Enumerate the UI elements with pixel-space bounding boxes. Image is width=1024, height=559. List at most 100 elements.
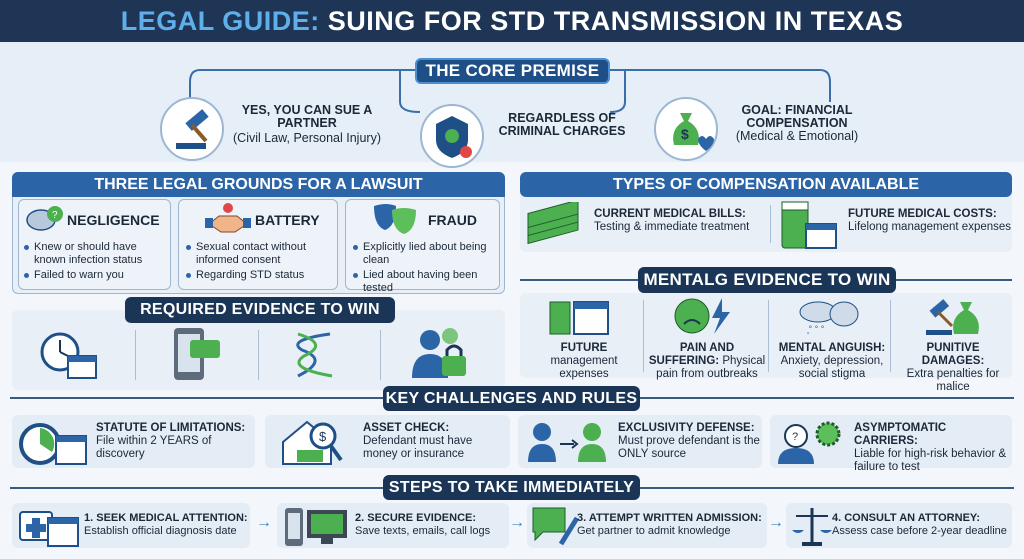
challenge-card: STATUTE OF LIMITATIONS:File within 2 YEA…: [12, 415, 255, 468]
person-arrow-person-icon: [528, 423, 606, 462]
mental-sub: Extra penalties for malice: [906, 368, 1000, 393]
bullet: Sexual contact without informed consent: [185, 241, 335, 266]
step-card: 1. SEEK MEDICAL ATTENTION:Establish offi…: [12, 503, 250, 548]
title-accent: LEGAL GUIDE:: [120, 5, 320, 36]
arrow-right-icon: →: [256, 514, 272, 531]
handshake-icon: [205, 203, 251, 233]
bullet: Regarding STD status: [185, 269, 335, 282]
premise-title: GOAL: FINANCIAL COMPENSATION: [741, 103, 853, 130]
bullet: Lied about having been tested: [352, 269, 498, 294]
compensation-title: FUTURE MEDICAL COSTS:: [848, 208, 997, 220]
mental-item: MENTAL ANGUISH:Anxiety, depression, soci…: [772, 342, 892, 381]
ground-title: FRAUD: [428, 212, 477, 228]
medical-kit-calendar-icon: [19, 511, 79, 547]
step-sub: Save texts, emails, call logs: [355, 525, 491, 537]
svg-text:?: ?: [792, 431, 798, 443]
step-title: 3. ATTEMPT WRITTEN ADMISSION:: [577, 512, 762, 524]
house-magnifier-icon: $: [282, 420, 343, 465]
clock-calendar-icon: [40, 332, 97, 379]
premise-title: REGARDLESS OF CRIMINAL CHARGES: [498, 111, 626, 138]
person-virus-icon: ?: [778, 421, 841, 464]
mental-title: PAIN AND SUFFERING:: [648, 342, 735, 367]
person-lock-icon: [412, 328, 466, 378]
legal-grounds-header: THREE LEGAL GROUNDS FOR A LAWSUIT: [12, 172, 505, 197]
challenge-sub: Liable for high-risk behavior & failure …: [854, 448, 1007, 473]
required-evidence-label: REQUIRED EVIDENCE TO WIN: [125, 297, 395, 323]
mental-title: MENTAL ANGUISH:: [778, 342, 886, 354]
svg-text:ٕ ° ° °: ٕ ° ° °: [806, 324, 825, 335]
cloud-brain-icon: ٕ ° ° °: [799, 301, 859, 335]
step-title: 1. SEEK MEDICAL ATTENTION:: [84, 512, 248, 524]
police-badge-icon: [420, 104, 484, 168]
compensation-title: CURRENT MEDICAL BILLS:: [594, 208, 746, 220]
premise-sub: (Civil Law, Personal Injury): [233, 131, 381, 145]
challenge-card: EXCLUSIVITY DEFENSE:Must prove defendant…: [518, 415, 762, 468]
steps-label: STEPS TO TAKE IMMEDIATELY: [383, 475, 640, 500]
mental-sub: management expenses: [550, 355, 618, 380]
gavel-icon: [160, 97, 224, 161]
mental-item: PAIN AND SUFFERING: Physical pain from o…: [646, 342, 768, 381]
compensation-sub: Lifelong management expenses: [848, 221, 1012, 233]
mental-item: PUNITIVE DAMAGES:Extra penalties for mal…: [894, 342, 1012, 394]
challenge-card: $ ASSET CHECK:Defendant must have money …: [265, 415, 510, 468]
ground-negligence: ? NEGLIGENCE Knew or should have known i…: [18, 199, 171, 290]
challenge-card: ? ASYMPTOMATIC CARRIERS:Liable for high-…: [770, 415, 1012, 473]
bullet: Explicitly lied about being clean: [352, 241, 498, 266]
challenge-title: EXCLUSIVITY DEFENSE:: [618, 422, 755, 434]
brain-question-icon: ?: [26, 206, 63, 231]
challenge-sub: Defendant must have money or insurance: [363, 435, 473, 460]
step-card: 3. ATTEMPT WRITTEN ADMISSION:Get partner…: [527, 503, 767, 548]
challenge-sub: File within 2 YEARS of discovery: [96, 435, 212, 460]
premise-sub: (Medical & Emotional): [735, 129, 859, 143]
svg-text:$: $: [681, 126, 689, 142]
ground-title: NEGLIGENCE: [67, 212, 160, 228]
step-card: 2. SECURE EVIDENCE:Save texts, emails, c…: [277, 503, 509, 548]
step-sub: Establish official diagnosis date: [84, 525, 237, 537]
gavel-money-icon: [926, 299, 979, 335]
step-title: 4. CONSULT AN ATTORNEY:: [832, 512, 981, 524]
bullet: Failed to warn you: [23, 269, 169, 282]
sad-face-lightning-icon: [674, 298, 730, 334]
ground-title: BATTERY: [255, 212, 320, 228]
arrow-right-icon: →: [509, 514, 525, 531]
compensation-sub: Testing & immediate treatment: [594, 221, 750, 233]
bullet: Knew or should have known infection stat…: [23, 241, 169, 266]
scales-icon: [792, 508, 832, 546]
mental-sub: Anxiety, depression, social stigma: [780, 355, 884, 380]
mental-title: FUTURE: [560, 342, 608, 354]
dna-icon: [296, 332, 333, 378]
challenge-title: ASYMPTOMATIC CARRIERS:: [854, 422, 947, 447]
ground-battery: BATTERY Sexual contact without informed …: [178, 199, 338, 290]
step-card: 4. CONSULT AN ATTORNEY:Assess case befor…: [786, 503, 1012, 548]
mental-title: PUNITIVE DAMAGES:: [921, 342, 985, 367]
premise-title: YES, YOU CAN SUE A PARTNER: [241, 103, 373, 130]
step-sub: Assess case before 2-year deadline: [832, 525, 1007, 537]
connector-lines: [189, 69, 831, 113]
mental-evidence-label: MENTALG EVIDENCE TO WIN: [638, 267, 896, 293]
core-premise-label: THE CORE PREMISE: [415, 58, 610, 84]
medicine-calendar-icon: [549, 301, 609, 335]
mental-sub: Physical pain from outbreaks: [656, 355, 766, 380]
speech-pen-icon: [532, 507, 580, 546]
theater-masks-icon: [374, 204, 416, 234]
svg-text:?: ?: [52, 210, 58, 221]
compensation-header: TYPES OF COMPENSATION AVAILABLE: [520, 172, 1012, 197]
svg-text:$: $: [319, 429, 327, 444]
phone-monitor-icon: [285, 508, 347, 546]
challenge-title: STATUTE OF LIMITATIONS:: [96, 422, 246, 434]
phone-message-icon: [174, 328, 220, 380]
core-premise-section: THE CORE PREMISE YES, YOU CAN SUE A PART…: [0, 42, 1024, 168]
stopwatch-calendar-icon: [19, 423, 87, 465]
page-title: LEGAL GUIDE: SUING FOR STD TRANSMISSION …: [0, 0, 1024, 42]
pill-bottle-calendar-icon: [781, 201, 837, 249]
arrow-right-icon: →: [768, 514, 784, 531]
step-title: 2. SECURE EVIDENCE:: [355, 512, 477, 524]
challenge-sub: Must prove defendant is the ONLY source: [618, 435, 760, 460]
challenge-title: ASSET CHECK:: [363, 422, 450, 434]
money-bag-heart-icon: $: [654, 97, 718, 161]
title-main: SUING FOR STD TRANSMISSION IN TEXAS: [327, 5, 904, 36]
step-sub: Get partner to admit knowledge: [577, 525, 731, 537]
challenges-label: KEY CHALLENGES AND RULES: [383, 386, 640, 411]
cash-stack-icon: [527, 202, 579, 245]
